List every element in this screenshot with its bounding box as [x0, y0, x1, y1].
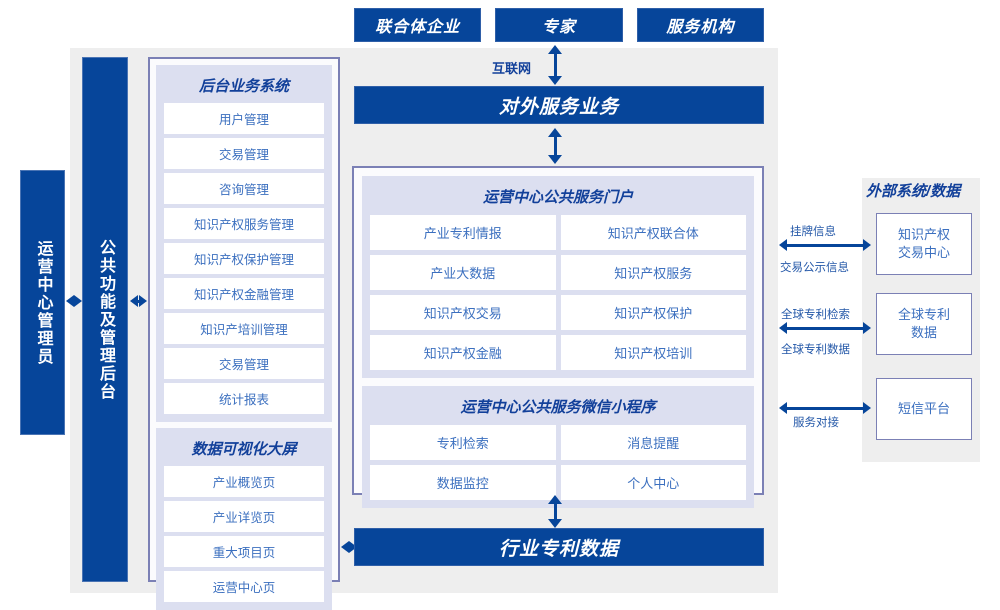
connector-label-trade-disclosure: 交易公示信息 — [780, 262, 849, 274]
operation-center-admin-bar: 运营中心管理员 — [20, 170, 65, 435]
group-title: 运营中心公共服务微信小程序 — [460, 399, 656, 416]
group-wechat-miniprogram: 运营中心公共服务微信小程序 专利检索 消息提醒 数据监控 个人中心 — [362, 386, 754, 508]
arrow-global-patent-data — [779, 322, 871, 334]
list-item[interactable]: 用户管理 — [164, 103, 324, 134]
external-box-label: 全球专利 数据 — [897, 307, 950, 340]
list-item[interactable]: 交易管理 — [164, 348, 324, 379]
arrow-admin-to-public — [66, 295, 82, 307]
group-title: 运营中心公共服务门户 — [482, 189, 633, 206]
portal-item[interactable]: 知识产权金融 — [370, 335, 556, 370]
list-item[interactable]: 重大项目页 — [164, 536, 324, 567]
connector-label-listing-info: 挂牌信息 — [790, 226, 836, 238]
portal-item[interactable]: 知识产权保护 — [560, 295, 746, 330]
top-actors-row: 联合体企业 专家 服务机构 — [354, 8, 764, 42]
group-public-service-portal: 运营中心公共服务门户 产业专利情报 知识产权联合体 产业大数据 知识产权服务 知… — [362, 176, 754, 378]
connector-label-global-patent-data: 全球专利数据 — [781, 344, 850, 356]
portal-item[interactable]: 知识产权联合体 — [560, 215, 746, 250]
arrow-portal-to-industry-data — [548, 495, 562, 528]
group-title: 后台业务系统 — [198, 78, 289, 95]
list-item[interactable]: 知识产权保护管理 — [164, 243, 324, 274]
actor-box-expert: 专家 — [495, 8, 623, 42]
arrow-ip-trading-center — [779, 239, 871, 251]
miniprogram-item[interactable]: 专利检索 — [370, 425, 556, 460]
portal-item[interactable]: 知识产权培训 — [560, 335, 746, 370]
public-function-admin-bar: 公共功能及管理后台 — [82, 57, 128, 582]
connector-label-service-docking: 服务对接 — [793, 417, 839, 429]
group-title: 数据可视化大屏 — [191, 441, 297, 458]
portal-item[interactable]: 知识产权交易 — [370, 295, 556, 330]
center-portal-panel: 运营中心公共服务门户 产业专利情报 知识产权联合体 产业大数据 知识产权服务 知… — [352, 166, 764, 508]
outer-service-banner: 对外服务业务 — [354, 86, 764, 124]
portal-item[interactable]: 产业大数据 — [370, 255, 556, 290]
list-item[interactable]: 产业概览页 — [164, 466, 324, 497]
external-box-sms-platform: 短信平台 — [876, 378, 972, 440]
list-item[interactable]: 咨询管理 — [164, 173, 324, 204]
internet-label: 互联网 — [492, 61, 532, 76]
miniprogram-item[interactable]: 数据监控 — [370, 465, 556, 500]
external-box-ip-trading-center: 知识产权 交易中心 — [876, 213, 972, 275]
external-box-label: 短信平台 — [897, 401, 950, 417]
arrow-internet — [548, 45, 562, 85]
external-box-global-patent-data: 全球专利 数据 — [876, 293, 972, 355]
arrow-backend-to-industry-data — [341, 541, 357, 553]
external-box-label: 知识产权 交易中心 — [897, 227, 950, 260]
group-backend-business-system: 后台业务系统 用户管理 交易管理 咨询管理 知识产权服务管理 知识产权保护管理 … — [156, 65, 332, 422]
list-item[interactable]: 统计报表 — [164, 383, 324, 414]
actor-box-service-org: 服务机构 — [636, 8, 764, 42]
industry-patent-data-banner: 行业专利数据 — [354, 528, 764, 566]
list-item[interactable]: 知识产培训管理 — [164, 313, 324, 344]
connector-label-global-patent-search: 全球专利检索 — [781, 309, 850, 321]
portal-item[interactable]: 产业专利情报 — [370, 215, 556, 250]
list-item[interactable]: 交易管理 — [164, 138, 324, 169]
arrow-public-to-backend — [130, 295, 147, 307]
list-item[interactable]: 知识产权服务管理 — [164, 208, 324, 239]
group-data-visualization-screen: 数据可视化大屏 产业概览页 产业详览页 重大项目页 运营中心页 — [156, 428, 332, 610]
portal-item[interactable]: 知识产权服务 — [560, 255, 746, 290]
external-systems-title: 外部系统/数据 — [866, 183, 961, 200]
arrow-sms-platform — [779, 402, 871, 414]
miniprogram-item[interactable]: 消息提醒 — [560, 425, 746, 460]
actor-box-alliance: 联合体企业 — [354, 8, 482, 42]
list-item[interactable]: 知识产权金融管理 — [164, 278, 324, 309]
list-item[interactable]: 产业详览页 — [164, 501, 324, 532]
arrow-service-to-portal — [548, 128, 562, 164]
backend-panel: 后台业务系统 用户管理 交易管理 咨询管理 知识产权服务管理 知识产权保护管理 … — [148, 57, 340, 610]
list-item[interactable]: 运营中心页 — [164, 571, 324, 602]
miniprogram-item[interactable]: 个人中心 — [560, 465, 746, 500]
